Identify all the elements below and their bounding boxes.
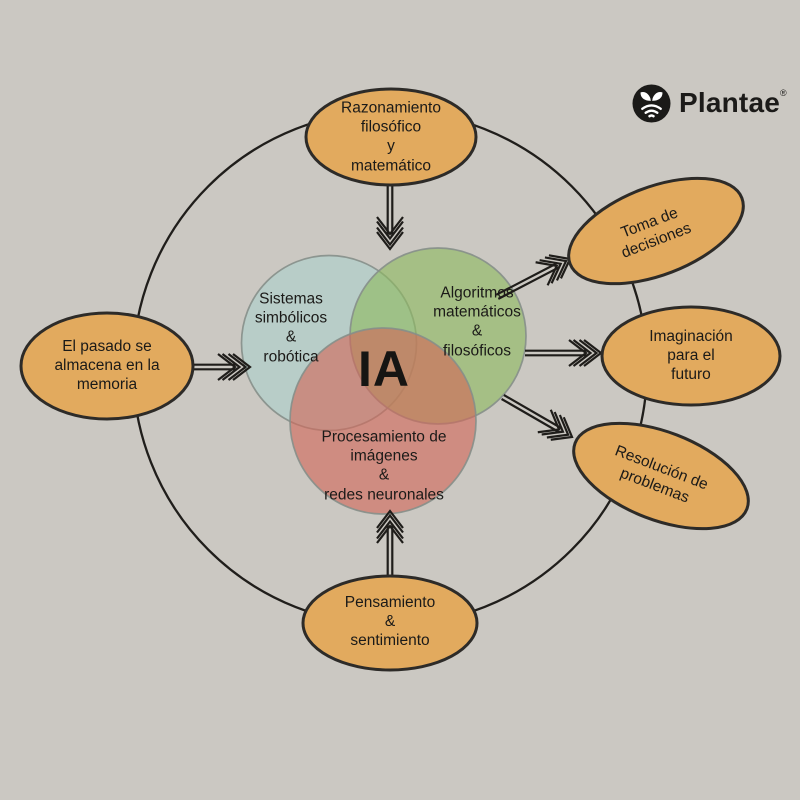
arrow-pasado-to-ia [193,352,252,382]
arrow-ia-to-imaginacion [525,338,603,368]
arrow-razonamiento-to-ia [375,185,405,251]
label-pasado: El pasado se almacena en la memoria [54,338,160,394]
plantae-sprout-signal-icon [632,83,671,123]
label-venn-sistemas: Sistemas simbólicos & robótica [254,290,328,366]
brand-name: Plantae [679,87,780,118]
node-resolucion [572,421,750,531]
label-ia-core: IA [358,341,410,397]
arrow-pensamiento-to-ia [375,509,405,575]
registered-mark: ® [780,88,787,98]
node-imaginacion [600,305,782,407]
brand-wordmark: Plantae® [679,89,787,117]
arrow-ia-to-toma [495,246,578,300]
label-venn-algoritmos: Algoritmos matemáticos & filosóficos [433,284,521,360]
label-imaginacion: Imaginación para el futuro [649,328,733,384]
label-venn-imagenes: Procesamiento de imágenes & redes neuron… [321,428,447,504]
brand-lockup: Plantae® [632,83,787,123]
label-pensamiento: Pensamiento & sentimiento [344,594,436,650]
node-toma [567,176,745,286]
node-razonamiento [304,87,478,187]
arrow-ia-to-resolucion [501,394,580,450]
node-pensamiento [301,574,479,672]
venn-circle-imagenes [289,327,477,515]
label-razonamiento: Razonamiento filosófico y matemático [341,99,441,175]
node-pasado [19,311,195,421]
